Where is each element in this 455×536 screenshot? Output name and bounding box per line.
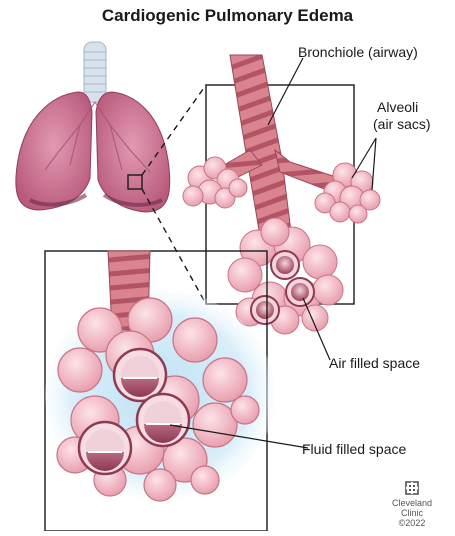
diagram-title: Cardiogenic Pulmonary Edema: [0, 6, 455, 26]
lungs-illustration: [16, 42, 170, 212]
label-alveoli: Alveoli: [377, 99, 418, 115]
credit-line-1: Cleveland: [392, 498, 432, 508]
credit-line-2: Clinic: [392, 508, 432, 518]
label-air-filled-space: Air filled space: [329, 355, 420, 371]
label-air-sacs: (air sacs): [373, 116, 431, 132]
label-bronchiole: Bronchiole (airway): [298, 44, 418, 60]
credit-line-3: ©2022: [392, 518, 432, 528]
cleveland-clinic-logo: [406, 482, 418, 494]
label-fluid-filled-space: Fluid filled space: [302, 441, 406, 457]
bronchiole-illustration: [183, 55, 380, 334]
